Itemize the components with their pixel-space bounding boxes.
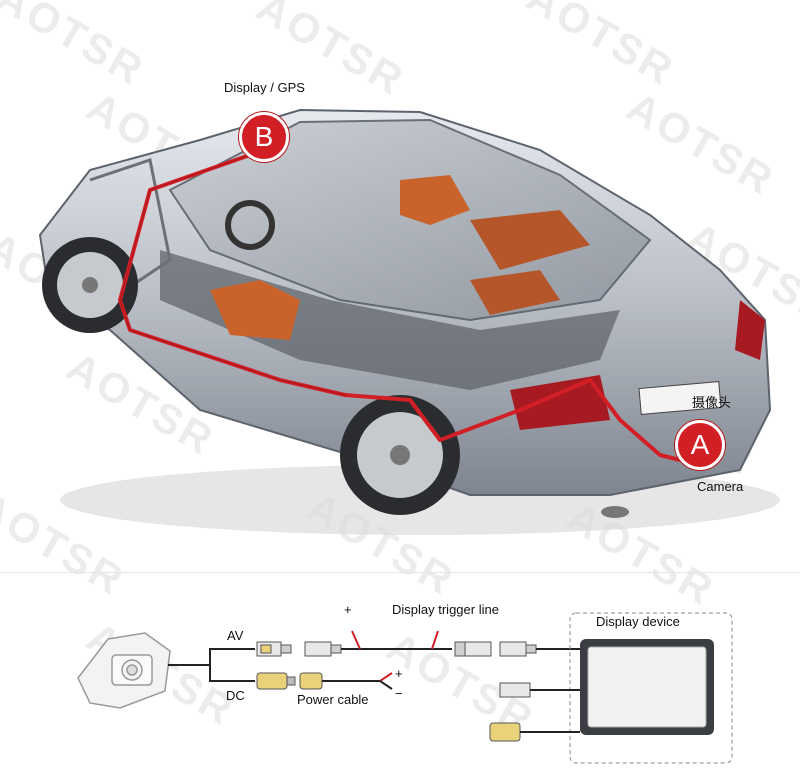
section-divider xyxy=(0,572,800,573)
display-gps-label: Display / GPS xyxy=(224,80,305,95)
power-cable-label: Power cable xyxy=(297,692,369,707)
display-device-label: Display device xyxy=(596,614,680,629)
camera-icon xyxy=(77,632,171,709)
av-label: AV xyxy=(227,628,244,643)
camera-label-cn: 摄像头 xyxy=(692,395,732,410)
badge-b: B xyxy=(239,112,289,162)
wiring-diagram xyxy=(77,612,733,764)
car-cutaway-illustration xyxy=(38,108,780,535)
plus-label-top: + xyxy=(344,602,352,617)
display-trigger-line-label: Display trigger line xyxy=(392,602,499,617)
badge-a: A xyxy=(675,420,725,470)
plus-label-power: + xyxy=(395,666,403,681)
camera-label: Camera xyxy=(697,479,744,494)
minus-label-power: − xyxy=(395,686,403,701)
dc-label: DC xyxy=(226,688,245,703)
